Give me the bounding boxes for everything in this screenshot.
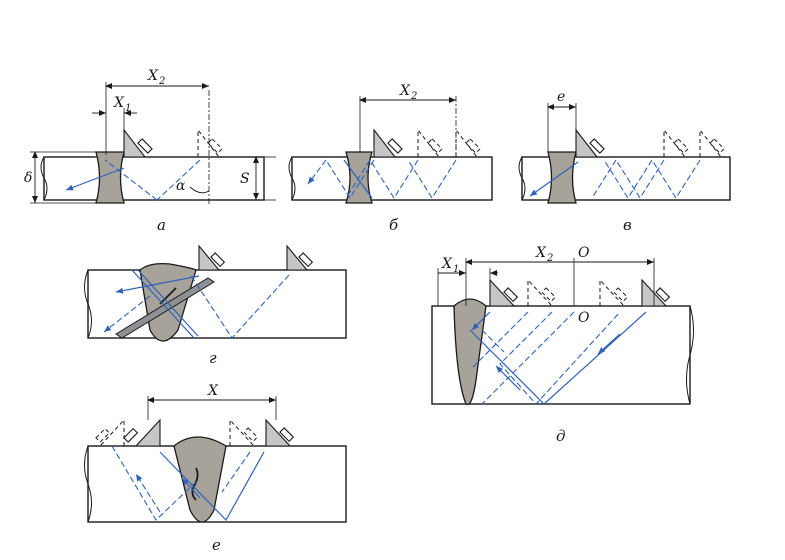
caption-a: а xyxy=(157,216,166,234)
probe-d-1 xyxy=(489,278,516,307)
weld-a xyxy=(95,151,125,204)
label-o-bottom: O xyxy=(578,310,590,326)
ghost-probe-a xyxy=(197,128,220,158)
probe-g-1 xyxy=(198,244,221,271)
label-x2-a: X xyxy=(147,68,159,84)
svg-text:2: 2 xyxy=(158,76,165,87)
label-alpha: α xyxy=(176,178,186,194)
panel-b: X 2 б xyxy=(288,83,493,234)
crack-g xyxy=(159,287,177,305)
label-x1-d: X xyxy=(441,256,453,272)
probe-e-2 xyxy=(265,418,292,447)
probe-v xyxy=(575,128,599,158)
crack-e xyxy=(191,467,199,501)
weld-v xyxy=(547,151,577,204)
label-x2-b: X xyxy=(399,83,411,99)
label-x2-d: X xyxy=(535,245,547,261)
caption-e: е xyxy=(212,536,221,554)
svg-text:1: 1 xyxy=(125,103,131,114)
beam-a-direct xyxy=(65,167,125,191)
panel-g: г xyxy=(84,244,347,367)
caption-v: в xyxy=(623,216,632,234)
weld-e xyxy=(173,436,227,523)
panel-d: X 1 X 2 O O д xyxy=(431,245,694,445)
label-x1-a: X xyxy=(113,95,125,111)
panel-a: X 2 X 1 δ S α а xyxy=(24,68,276,234)
panel-v: e в xyxy=(518,89,731,234)
caption-g: г xyxy=(209,349,217,367)
svg-text:2: 2 xyxy=(410,91,417,102)
insert-bar xyxy=(115,277,215,339)
plate-b xyxy=(291,156,493,201)
svg-text:2: 2 xyxy=(546,253,553,264)
label-delta: δ xyxy=(24,170,32,186)
probe-e-1 xyxy=(134,418,161,447)
label-x-e: X xyxy=(207,383,219,399)
caption-d: д xyxy=(556,427,566,445)
probe-g-2 xyxy=(286,244,309,271)
probe-a xyxy=(123,128,147,158)
caption-b: б xyxy=(389,216,399,234)
svg-text:1: 1 xyxy=(453,264,459,275)
label-o-top: O xyxy=(578,245,590,261)
plate-a xyxy=(43,156,265,201)
probe-b xyxy=(373,128,397,158)
panel-e: X е xyxy=(84,383,347,554)
label-s: S xyxy=(240,171,250,187)
label-e: e xyxy=(557,89,565,105)
